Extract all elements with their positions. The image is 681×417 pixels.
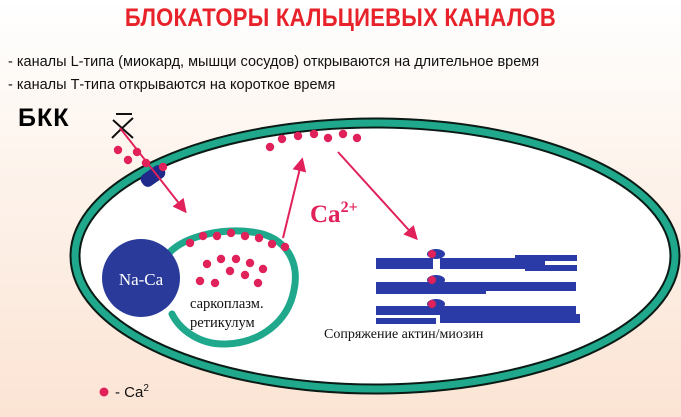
calcium-membrane xyxy=(265,129,362,152)
release-arrow xyxy=(282,157,307,239)
legend: - Ca2 xyxy=(99,383,149,401)
blocker-label: БКК xyxy=(18,104,70,132)
cell-membrane-inner xyxy=(71,119,679,393)
influx-arrow xyxy=(119,127,187,214)
calcium-sr-store xyxy=(195,254,268,288)
legend-calcium-dot xyxy=(99,387,109,397)
calcium-outside xyxy=(113,145,168,172)
bullet-l-type: - каналы L-типа (миокард, мышци сосудов)… xyxy=(8,54,540,70)
bullet-t-type: - каналы Т-типа открываются на короткое … xyxy=(8,77,336,93)
calcium-sr-edge xyxy=(185,228,290,252)
blocker-x-icon xyxy=(111,113,134,139)
actomyosin-label: Сопряжение актин/миозин xyxy=(324,327,484,342)
na-ca-exchanger xyxy=(102,239,180,317)
legend-text: - Ca2 xyxy=(115,383,149,401)
calcium-channel xyxy=(140,165,166,187)
sr-label-line1: саркоплазм. xyxy=(190,296,264,312)
sarcoplasmic-reticulum xyxy=(166,227,299,348)
na-ca-label: Na-Ca xyxy=(119,270,164,289)
binding-arrow xyxy=(337,151,418,241)
myosin-heads xyxy=(427,249,445,309)
actomyosin-filaments xyxy=(376,255,580,324)
sr-label-line2: ретикулум xyxy=(190,315,255,331)
calcium-label: Ca2+ xyxy=(310,199,358,228)
page-title: БЛОКАТОРЫ КАЛЬЦИЕВЫХ КАНАЛОВ xyxy=(124,4,557,32)
